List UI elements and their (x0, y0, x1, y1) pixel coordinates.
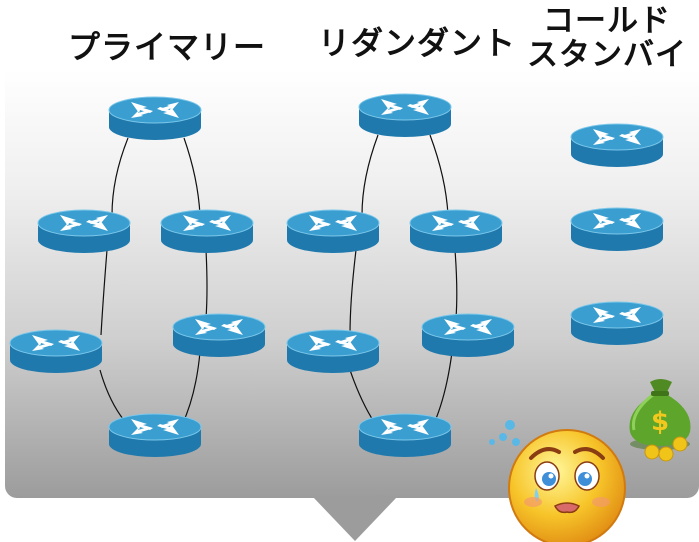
router-primary-mid-right (160, 209, 254, 254)
heading-cold-line1: コールド (543, 3, 671, 39)
heading-redundant: リダンダント (318, 24, 517, 62)
link-primary-left-bottom (99, 369, 129, 426)
redundant-links (349, 134, 458, 429)
router-primary-bottom (108, 413, 202, 458)
router-primary-low-left (9, 329, 103, 374)
link-primary-right-bottom (181, 351, 201, 426)
router-primary-top (108, 96, 202, 141)
link-primary-top-left (111, 137, 129, 216)
primary-links (99, 137, 208, 426)
router-redundant-low-right (421, 313, 515, 358)
router-redundant-low-left (286, 329, 380, 374)
router-cold-1 (570, 123, 664, 168)
router-redundant-top (358, 93, 452, 138)
worried-face-emoji-icon (508, 429, 626, 542)
svg-text:$: $ (651, 407, 669, 437)
link-primary-right-mid (205, 249, 208, 319)
router-redundant-bottom (358, 413, 452, 458)
link-redundant-right-mid (454, 249, 458, 319)
heading-primary: プライマリー (68, 28, 267, 66)
sweat-drops-icon (489, 420, 520, 446)
router-redundant-mid-left (286, 209, 380, 254)
router-cold-2 (570, 207, 664, 252)
link-redundant-top-left (361, 134, 379, 216)
heading-cold-line2: スタンバイ (527, 37, 687, 73)
router-primary-low-right (172, 313, 266, 358)
link-primary-left-mid (100, 249, 108, 336)
money-bag-icon: $ (629, 379, 691, 462)
router-redundant-mid-right (409, 209, 503, 254)
link-redundant-right-bottom (431, 351, 453, 429)
link-redundant-left-mid (349, 249, 357, 336)
heading-cold-standby: コールド スタンバイ (527, 4, 687, 72)
link-redundant-top-right (429, 134, 449, 216)
link-primary-top-right (183, 137, 201, 216)
router-cold-3 (570, 301, 664, 346)
speech-pointer (313, 497, 397, 541)
router-primary-mid-left (37, 209, 131, 254)
